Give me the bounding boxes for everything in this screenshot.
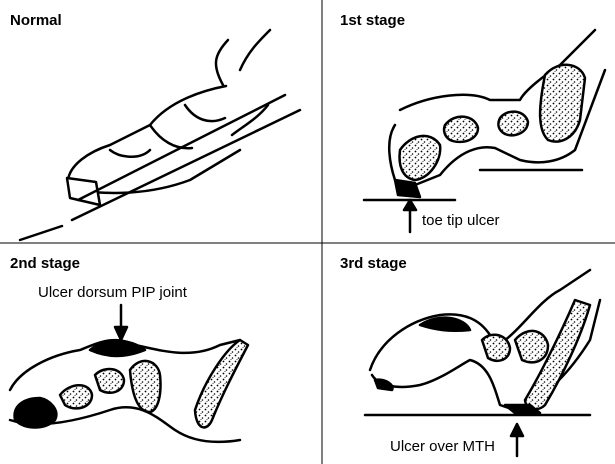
caption-ulcer-dorsum-pip: Ulcer dorsum PIP joint	[38, 284, 187, 301]
panel-title-stage1: 1st stage	[340, 12, 405, 29]
stage3-toe-drawing	[365, 270, 600, 456]
stage2-toe-drawing	[10, 305, 248, 442]
panel-title-stage3: 3rd stage	[340, 255, 407, 272]
caption-toe-tip-ulcer: toe tip ulcer	[422, 212, 500, 229]
caption-ulcer-over-mth: Ulcer over MTH	[390, 438, 495, 455]
panel-title-normal: Normal	[10, 12, 62, 29]
normal-toe-drawing	[20, 30, 300, 240]
stage1-toe-drawing	[364, 30, 605, 232]
panel-title-stage2: 2nd stage	[10, 255, 80, 272]
